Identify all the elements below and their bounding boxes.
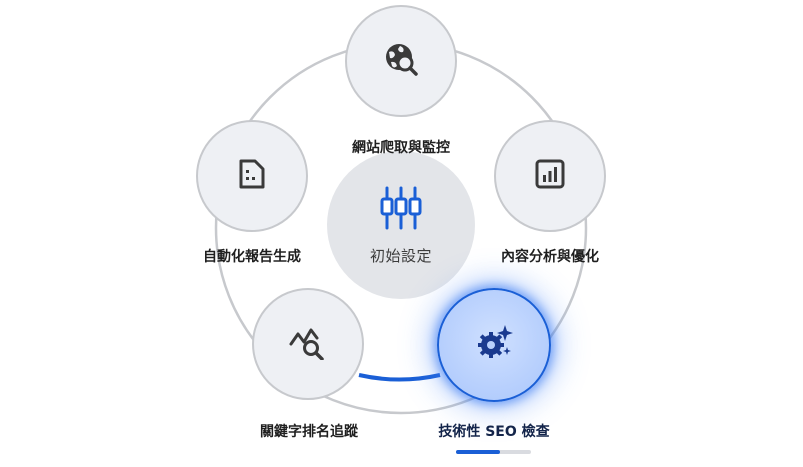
globe-search-icon [383, 41, 419, 81]
center-hub[interactable]: 初始設定 [327, 151, 475, 299]
step-node-content[interactable] [494, 120, 606, 232]
step-node-report[interactable] [196, 120, 308, 232]
step-label-content: 內容分析與優化 [501, 249, 599, 265]
trend-search-icon [289, 324, 327, 364]
step-label-keyword: 關鍵字排名追蹤 [260, 424, 358, 440]
step-label-crawl: 網站爬取與監控 [352, 140, 450, 156]
step-node-technical[interactable] [437, 288, 551, 402]
step-node-keyword[interactable] [252, 288, 364, 400]
progress-indicator [456, 450, 531, 454]
bar-chart-icon [535, 159, 565, 193]
document-icon [238, 158, 266, 194]
progress-fill [456, 450, 500, 454]
sliders-icon [380, 185, 422, 235]
step-node-crawl[interactable] [345, 5, 457, 117]
center-label: 初始設定 [369, 246, 432, 265]
gear-sparkle-icon [474, 323, 514, 367]
step-label-report: 自動化報告生成 [203, 249, 301, 265]
ring-active-segment [358, 373, 441, 382]
step-label-technical: 技術性 SEO 檢查 [438, 424, 550, 440]
